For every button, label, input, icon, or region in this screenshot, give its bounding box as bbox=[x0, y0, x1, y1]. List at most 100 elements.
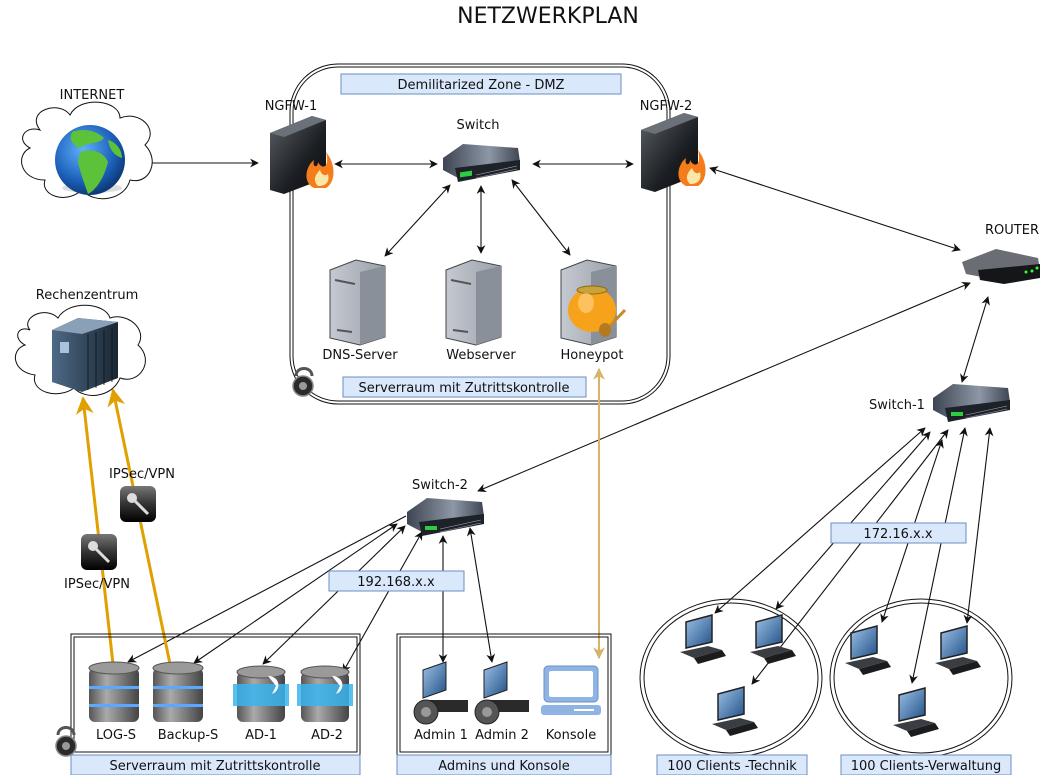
globe-icon bbox=[55, 125, 125, 195]
clients-technik-group: 100 Clients -Technik bbox=[639, 598, 823, 775]
rechenzentrum-label: Rechenzentrum bbox=[36, 288, 138, 303]
link-switch1-tech-1 bbox=[714, 427, 926, 614]
switch-2-node: Switch-2 bbox=[407, 478, 484, 536]
link-switch-honeypot bbox=[511, 179, 571, 256]
konsole-label: Konsole bbox=[546, 728, 596, 743]
dmz-switch-label: Switch bbox=[457, 118, 500, 133]
honeypot-label: Honeypot bbox=[561, 348, 624, 363]
firewall-icon bbox=[641, 113, 706, 192]
admins-label: Admins und Konsole bbox=[438, 759, 570, 774]
padlock-icon bbox=[55, 726, 77, 757]
subnet-172-label: 172.16.x.x bbox=[863, 527, 932, 542]
link-switch2-router bbox=[477, 282, 971, 492]
dns-server-node: DNS-Server bbox=[322, 259, 398, 363]
key-icon bbox=[81, 534, 117, 570]
dns-server-label: DNS-Server bbox=[322, 348, 398, 363]
client-workstations bbox=[680, 614, 981, 737]
admin-1-label: Admin 1 bbox=[414, 728, 468, 743]
ngfw-2-node: NGFW-2 bbox=[640, 99, 706, 192]
key-icon bbox=[120, 486, 156, 522]
vpn-label-2: IPSec/VPN bbox=[64, 577, 130, 592]
workstation-icon bbox=[680, 614, 726, 664]
datacenter-icon bbox=[52, 318, 118, 392]
dmz-room-tag: Serverraum mit Zutrittskontrolle bbox=[342, 376, 587, 398]
firewall-icon bbox=[270, 116, 334, 194]
link-switch-dns bbox=[384, 184, 451, 257]
honeypot-server-icon bbox=[560, 259, 627, 346]
subnet-172-tag: 172.16.x.x bbox=[830, 522, 967, 544]
webserver-label: Webserver bbox=[446, 348, 516, 363]
vpn-label-1: IPSec/VPN bbox=[109, 467, 175, 482]
vpn-links bbox=[75, 367, 605, 665]
link-switch2-admin2 bbox=[466, 527, 496, 663]
server-icon bbox=[329, 259, 386, 346]
honeypot-node: Honeypot bbox=[560, 259, 627, 363]
switch-icon bbox=[407, 498, 484, 536]
server-icon bbox=[445, 259, 502, 346]
link-switch1-verw-2 bbox=[909, 427, 968, 684]
router-icon bbox=[962, 249, 1040, 284]
link-router-switch1 bbox=[960, 296, 990, 383]
internet-node: INTERNET bbox=[21, 88, 153, 200]
admin-1-node: Admin 1 bbox=[413, 661, 468, 743]
admin-2-label: Admin 2 bbox=[475, 728, 529, 743]
dmz-zone-label: Demilitarized Zone - DMZ bbox=[398, 78, 565, 93]
database-sync-icon bbox=[233, 665, 289, 722]
clients-technik-label: 100 Clients -Technik bbox=[667, 759, 797, 774]
ad-2-label: AD-2 bbox=[311, 728, 343, 743]
link-switch1-tech-2 bbox=[775, 431, 931, 610]
backup-server-node: Backup-S bbox=[152, 661, 218, 743]
dmz-room-label: Serverraum mit Zutrittskontrolle bbox=[358, 381, 569, 396]
subnet-192-tag: 192.168.x.x bbox=[328, 570, 465, 592]
workstation-icon bbox=[750, 614, 796, 664]
link-switch2-ad2 bbox=[342, 531, 423, 673]
rechenzentrum-node: Rechenzentrum bbox=[15, 288, 146, 396]
admin-2-node: Admin 2 bbox=[474, 661, 529, 743]
connections bbox=[127, 158, 994, 685]
serverroom-label: Serverraum mit Zutrittskontrolle bbox=[109, 759, 320, 774]
konsole-node: Konsole bbox=[541, 665, 601, 743]
router-node: ROUTER bbox=[962, 223, 1040, 284]
log-server-label: LOG-S bbox=[96, 728, 136, 743]
clients-verwaltung-label: 100 Clients-Verwaltung bbox=[851, 759, 1002, 774]
ngfw-1-label: NGFW-1 bbox=[265, 99, 318, 114]
switch-2-label: Switch-2 bbox=[412, 478, 468, 493]
database-sync-icon bbox=[297, 665, 353, 722]
ad-2-node: AD-2 bbox=[297, 665, 353, 743]
workstation-icon bbox=[893, 687, 939, 737]
switch-1-node: Switch-1 bbox=[869, 384, 1010, 422]
link-ngfw2-router bbox=[709, 166, 961, 252]
laptop-icon bbox=[541, 665, 601, 715]
ad-1-node: AD-1 bbox=[233, 665, 289, 743]
ngfw-1-node: NGFW-1 bbox=[265, 99, 334, 194]
vpn-link-backup bbox=[107, 388, 172, 665]
switch-1-label: Switch-1 bbox=[869, 398, 925, 413]
ngfw-2-label: NGFW-2 bbox=[640, 99, 693, 114]
database-icon bbox=[152, 661, 204, 722]
secure-workstation-icon bbox=[474, 661, 529, 725]
secure-workstation-icon bbox=[413, 661, 468, 725]
dmz-switch-node: Switch bbox=[443, 118, 520, 182]
padlock-icon bbox=[292, 367, 314, 397]
link-switch1-tech-3 bbox=[751, 429, 949, 685]
clients-verwaltung-group: 100 Clients-Verwaltung bbox=[829, 598, 1013, 775]
switch-icon bbox=[933, 384, 1010, 422]
internet-label: INTERNET bbox=[60, 88, 125, 103]
workstation-icon bbox=[845, 625, 891, 675]
router-label: ROUTER bbox=[985, 223, 1039, 238]
page-title: NETZWERKPLAN bbox=[457, 4, 639, 29]
dmz-zone-tag: Demilitarized Zone - DMZ bbox=[340, 73, 622, 95]
link-switch2-backup bbox=[193, 523, 398, 664]
subnet-192-label: 192.168.x.x bbox=[357, 575, 435, 590]
database-icon bbox=[88, 661, 140, 722]
vpn-key-1: IPSec/VPN bbox=[109, 467, 175, 522]
workstation-icon bbox=[935, 625, 981, 675]
admins-frame: Admins und Konsole bbox=[396, 633, 612, 775]
link-switch1-verw-3 bbox=[963, 427, 994, 624]
serverroom-frame: Serverraum mit Zutrittskontrolle bbox=[70, 633, 361, 775]
ad-1-label: AD-1 bbox=[245, 728, 277, 743]
vpn-link-log bbox=[75, 396, 115, 665]
vpn-key-2: IPSec/VPN bbox=[64, 534, 130, 592]
webserver-node: Webserver bbox=[445, 259, 516, 363]
